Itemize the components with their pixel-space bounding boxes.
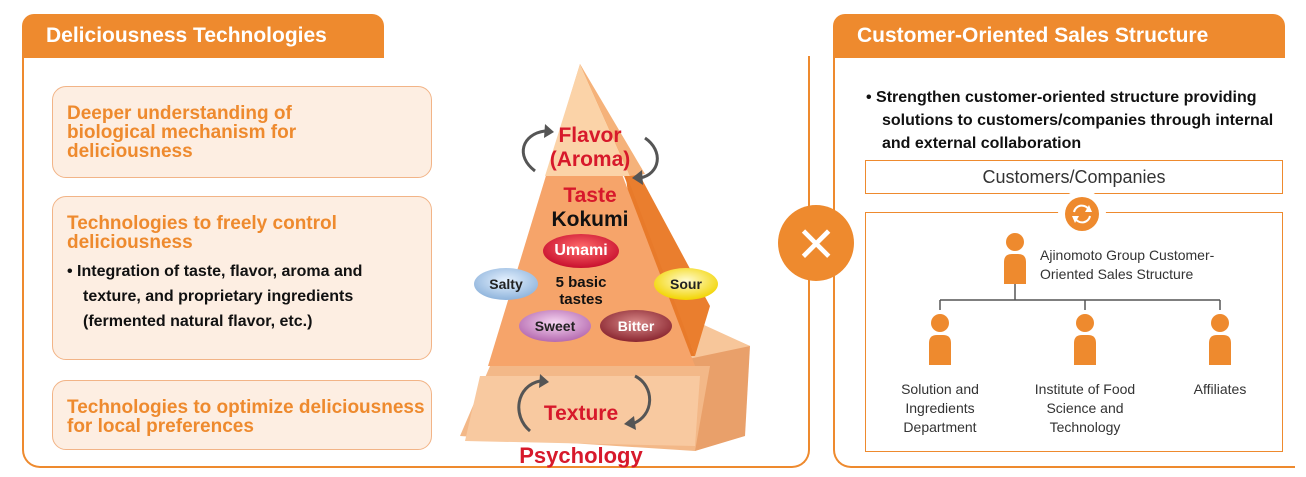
basic-tastes-label: 5 basic tastes [555,274,607,308]
card1-title: Deeper understanding of biological mecha… [67,103,297,162]
salty-label: Salty [489,276,523,292]
bitter-oval [600,310,672,342]
branch2-person-icon [1074,314,1096,365]
pyramid-top-cap [545,64,630,176]
psychology-label: Psychology [519,443,643,468]
branch3-person-icon [1209,314,1231,365]
group-label: Ajinomoto Group Customer-Oriented Sales … [1040,247,1215,282]
umami-oval [543,234,619,268]
sour-label: Sour [670,276,702,292]
pyramid-left-face [488,64,695,366]
right-panel-frame [833,56,1295,468]
card-local-preferences: Technologies to optimize deliciousness f… [52,380,432,450]
pyramid-right-face-lower [625,171,695,356]
branch-affiliates-label: Affiliates [1193,381,1247,397]
times-circle: × [778,205,854,281]
card-freely-control: Technologies to freely control delicious… [52,196,432,360]
org-chart-lines [939,282,1221,310]
pyramid-illustration [460,64,750,451]
aroma-label: (Aroma) [549,148,631,171]
times-symbol: × [797,207,835,279]
rotation-arrow-right-top [639,136,659,180]
customers-box: Customers/Companies [865,160,1283,194]
flavor-label: Flavor [558,124,622,147]
texture-label: Texture [543,402,619,425]
rotation-arrow-left-bottom [517,379,541,433]
card3-title: Technologies to optimize deliciousness f… [67,397,425,437]
bitter-label: Bitter [617,318,655,334]
right-panel-title: Customer-Oriented Sales Structure [857,24,1209,47]
umami-label: Umami [554,242,608,259]
sweet-label: Sweet [534,318,576,334]
pyramid-cap-shade [580,64,645,176]
card2-bullet: • Integration of taste, flavor, aroma an… [67,263,363,330]
right-bullet: • Strengthen customer-oriented structure… [866,89,1274,152]
kokumi-label: Kokumi [551,208,629,231]
taste-label: Taste [563,184,617,207]
group-person-icon [1004,233,1026,284]
rotation-arrow-left-top [521,129,546,173]
card2-title: Technologies to freely control delicious… [67,213,337,253]
sweet-oval [519,310,591,342]
right-panel-tab: Customer-Oriented Sales Structure [833,14,1285,58]
cycle-icon [1058,190,1106,238]
sour-oval [654,268,718,300]
left-panel-tab: Deliciousness Technologies [22,14,384,58]
branch-institute-label: Institute of Food Science and Technology [1034,381,1136,435]
rotation-arrow-right-bottom [631,374,652,426]
left-panel-title: Deliciousness Technologies [46,24,327,47]
branch-solution-label: Solution and Ingredients Department [901,381,979,435]
branch1-person-icon [929,314,951,365]
card-biological-mechanism: Deeper understanding of biological mecha… [52,86,432,178]
customers-label: Customers/Companies [982,167,1166,187]
salty-oval [474,268,538,300]
